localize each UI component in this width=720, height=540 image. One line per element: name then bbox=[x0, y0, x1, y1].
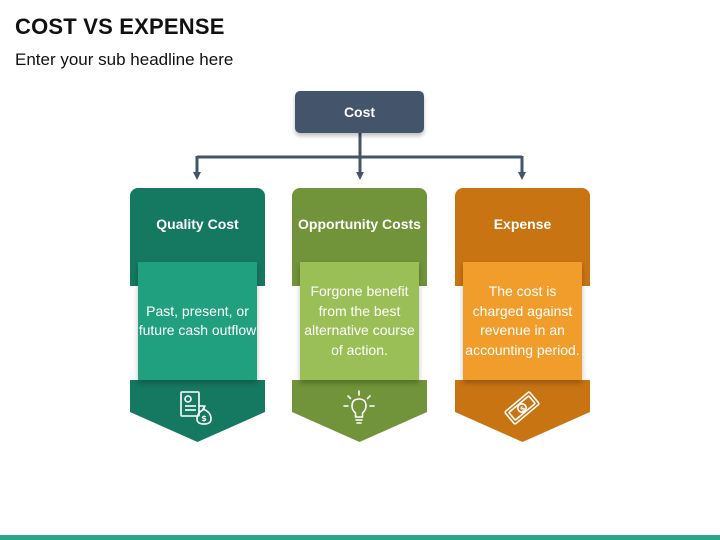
opportunity-costs-chevron bbox=[292, 380, 427, 442]
expense-description: The cost is charged against revenue in a… bbox=[463, 262, 582, 380]
page-title: COST VS EXPENSE bbox=[15, 14, 225, 39]
svg-text:$: $ bbox=[518, 404, 527, 413]
expense-card: Expense The cost is charged against reve… bbox=[455, 188, 590, 450]
lightbulb-icon bbox=[343, 390, 375, 424]
opportunity-costs-description: Forgone benefit from the best alternativ… bbox=[300, 262, 419, 380]
document-money-bag-icon: $ bbox=[180, 391, 212, 425]
quality-cost-chevron bbox=[130, 380, 265, 442]
cost-node: Cost bbox=[295, 91, 424, 133]
opportunity-costs-label: Opportunity Costs bbox=[298, 215, 421, 232]
banknote-icon: $ bbox=[504, 391, 540, 425]
page-subtitle: Enter your sub headline here bbox=[15, 50, 234, 69]
expense-chevron bbox=[455, 380, 590, 442]
cost-node-label: Cost bbox=[343, 104, 376, 120]
connector-lines bbox=[193, 133, 526, 180]
expense-label: Expense bbox=[493, 215, 552, 232]
opportunity-costs-card: Opportunity Costs Forgone benefit from t… bbox=[292, 188, 427, 450]
quality-cost-label: Quality Cost bbox=[156, 215, 239, 232]
quality-cost-description: Past, present, or future cash outflow bbox=[138, 262, 257, 380]
svg-text:$: $ bbox=[201, 414, 207, 423]
footer-accent-bar bbox=[0, 535, 720, 540]
quality-cost-card: Quality Cost Past, present, or future ca… bbox=[130, 188, 265, 450]
